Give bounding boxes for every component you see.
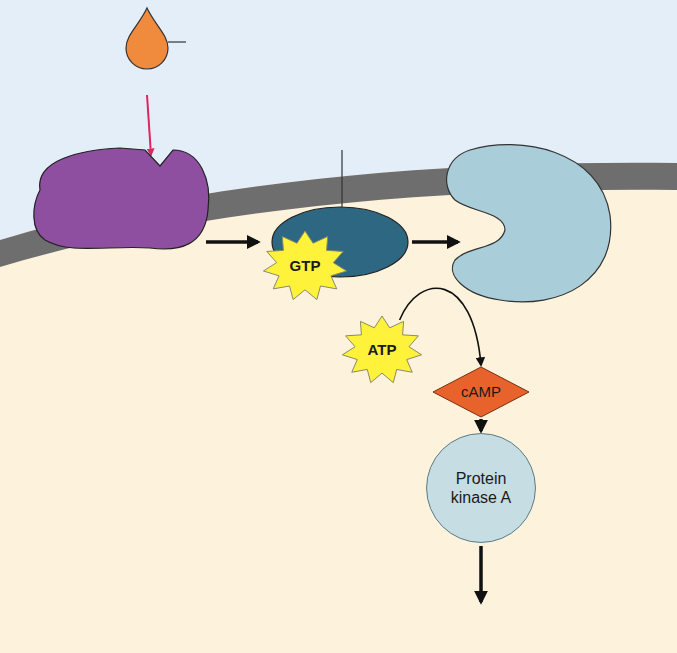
node-label: Protein kinase A bbox=[439, 469, 523, 507]
node-shape bbox=[342, 316, 421, 383]
nucleotide-star: ATP bbox=[342, 316, 422, 384]
node-shape bbox=[263, 231, 346, 300]
ligand bbox=[126, 8, 168, 69]
node-text-group: Protein kinase A bbox=[439, 469, 523, 507]
node-shape bbox=[427, 434, 536, 543]
pathway-arrow bbox=[479, 419, 483, 431]
receptor bbox=[34, 148, 209, 249]
node-label: cAMP bbox=[461, 383, 501, 401]
g-protein-pointer bbox=[341, 150, 342, 207]
activation-arrow bbox=[412, 240, 458, 244]
nucleotide-star: GTP bbox=[263, 231, 347, 301]
node-text-group: cAMP bbox=[461, 383, 501, 401]
messenger-diamond: cAMP bbox=[433, 367, 529, 417]
node-text-group: ATP bbox=[368, 341, 397, 359]
node-label: ATP bbox=[368, 341, 397, 359]
node-outline bbox=[426, 433, 536, 543]
enzyme-circle: Protein kinase A bbox=[426, 433, 536, 543]
activation-arrow bbox=[206, 240, 258, 244]
node-label: GTP bbox=[290, 257, 321, 275]
adenylyl-cyclase bbox=[447, 145, 611, 302]
ligand-pointer bbox=[168, 41, 186, 42]
node-shape bbox=[433, 367, 529, 417]
binding-arrow bbox=[147, 95, 151, 155]
node-text-group: GTP bbox=[290, 257, 321, 275]
output-arrow bbox=[479, 546, 483, 602]
